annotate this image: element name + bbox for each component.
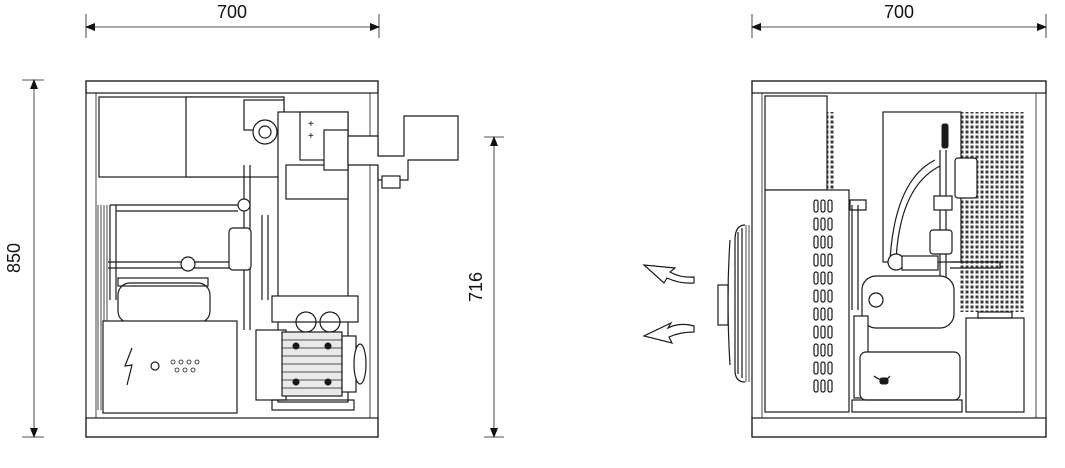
front-width-label: 700 (217, 2, 247, 22)
condenser-fan (717, 224, 750, 383)
compressor (117, 282, 211, 324)
electric-hazard-icon (124, 347, 133, 386)
side-width-label: 700 (884, 2, 914, 22)
side-compressor (861, 275, 955, 329)
dimension-front-width: 700 (85, 2, 380, 38)
inner-height-label: 716 (466, 272, 486, 302)
condenser (764, 189, 850, 413)
air-outlet-duct (347, 115, 459, 181)
dimension-front-height: 850 (4, 79, 44, 438)
side-electrical-box (965, 317, 1025, 413)
side-valve (933, 195, 953, 211)
perforated-panel-right (960, 112, 1024, 312)
side-filter-drier (929, 229, 953, 255)
side-piping (849, 150, 1001, 310)
svg-text:+: + (308, 119, 314, 130)
airflow-arrow-lower (642, 321, 695, 344)
panel-indicator (150, 361, 160, 371)
solenoid-valve (285, 164, 349, 200)
airflow-arrow-upper (642, 264, 695, 284)
sight-glass (180, 256, 196, 272)
filter-drier (228, 227, 252, 271)
condenser-slots (813, 199, 833, 393)
side-view (642, 80, 1047, 438)
svg-text:+: + (308, 131, 314, 142)
front-height-label: 850 (4, 243, 24, 273)
electrical-panel (102, 320, 238, 414)
dimension-side-width: 700 (751, 2, 1047, 38)
front-view: + + (85, 80, 459, 438)
pressure-switch (954, 157, 978, 199)
dimension-inner-height: 716 (466, 136, 504, 438)
